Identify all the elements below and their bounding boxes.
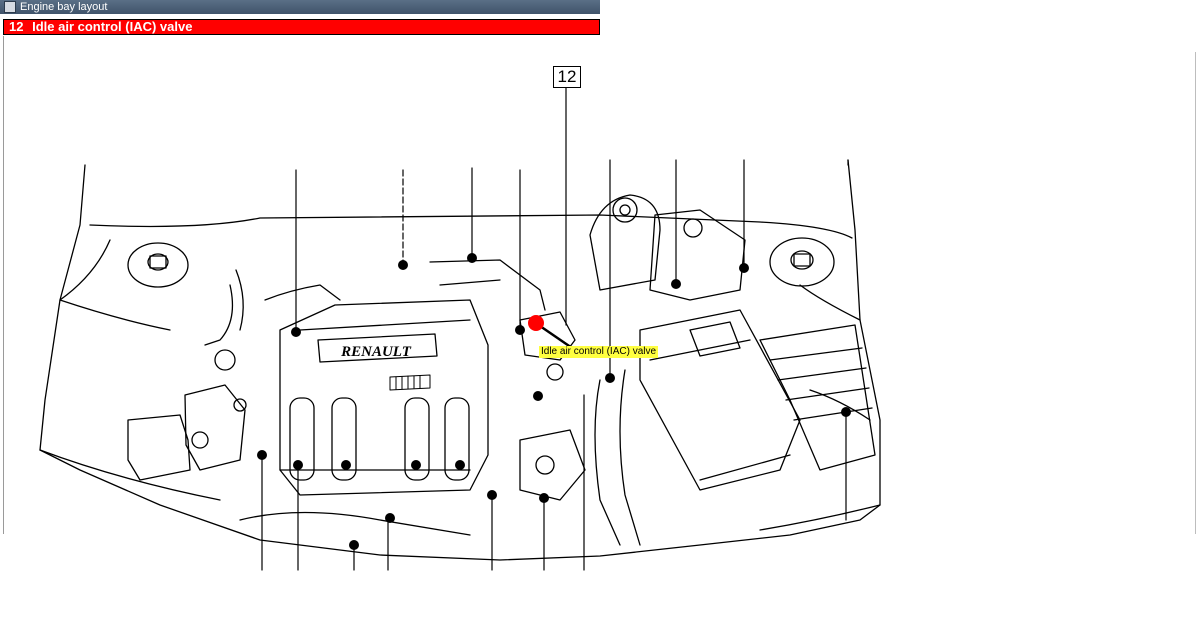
callout-point (467, 253, 477, 263)
callout-point (671, 279, 681, 289)
inlet-manifold-runners (289, 397, 470, 481)
engine-block (279, 299, 489, 496)
callout-point (539, 493, 549, 503)
panel-border-left (3, 36, 4, 534)
callout-point (487, 490, 497, 500)
bay-outline (39, 159, 881, 561)
hose-lower (239, 511, 471, 536)
component-header: 12 Idle air control (IAC) valve (3, 19, 600, 35)
brake-fluid-reservoir (649, 209, 746, 301)
callout-point (455, 460, 465, 470)
window-title-bar[interactable]: Engine bay layout (0, 0, 600, 14)
callout-point (841, 407, 851, 417)
callout-point (257, 450, 267, 460)
coolant-expansion-tank (589, 194, 661, 291)
air-intake-duct (204, 269, 244, 346)
callout-point (349, 540, 359, 550)
leader-lines-top (295, 87, 849, 379)
callout-point (411, 460, 421, 470)
callout-point (533, 391, 543, 401)
callout-point (515, 325, 525, 335)
fuse-box (759, 324, 876, 471)
right-strut-tower (769, 237, 835, 287)
callout-point (341, 460, 351, 470)
component-tooltip: Idle air control (IAC) valve (539, 346, 659, 358)
front-edge (39, 449, 881, 531)
callout-point (293, 460, 303, 470)
vent-grille (389, 374, 431, 391)
app-icon (4, 1, 16, 13)
left-wing (59, 239, 171, 331)
fuel-rail (429, 259, 546, 311)
alternator (519, 429, 586, 501)
callout-number-box: 12 (553, 66, 581, 88)
brand-badge-text: RENAULT (340, 344, 412, 360)
rocker-cover-badge: RENAULT (317, 333, 438, 363)
radiator-hose (594, 369, 641, 546)
component-number: 12 (9, 19, 24, 34)
left-hose (264, 284, 341, 301)
battery (639, 309, 801, 491)
cowl-line (89, 214, 853, 239)
callout-point (291, 327, 301, 337)
callout-point (739, 263, 749, 273)
highlight-marker[interactable] (528, 315, 544, 331)
callout-point (605, 373, 615, 383)
left-strut-tower (127, 242, 189, 288)
callout-points (257, 253, 851, 550)
component-title: Idle air control (IAC) valve (32, 19, 193, 34)
callout-point (398, 260, 408, 270)
window-title: Engine bay layout (20, 0, 108, 13)
panel-border-right (1195, 52, 1196, 534)
throttle-body (127, 349, 247, 481)
sensor-cap (546, 363, 564, 381)
right-wing (799, 284, 871, 421)
callout-point (385, 513, 395, 523)
